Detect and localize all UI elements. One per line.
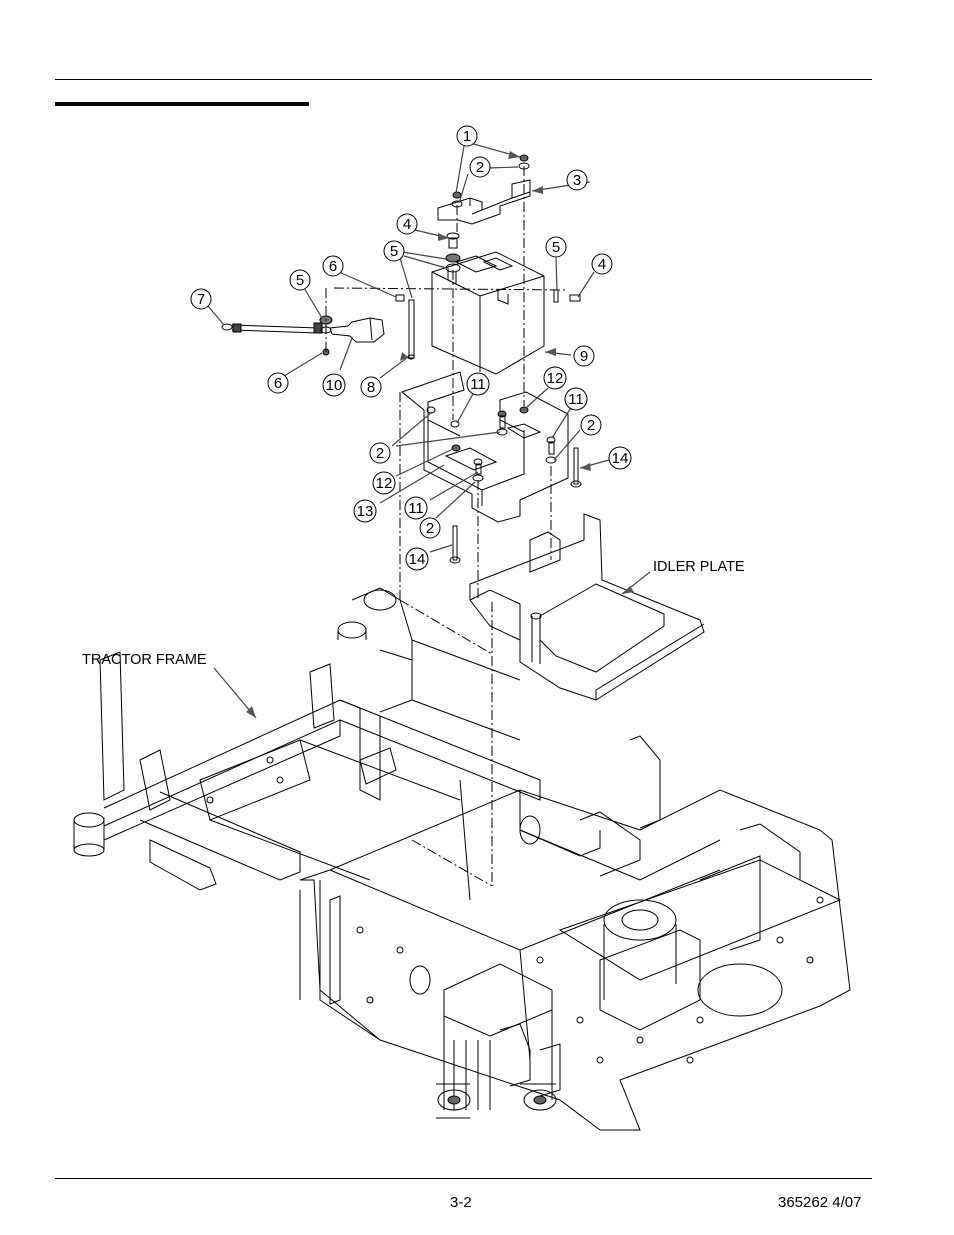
hold-down-bracket: [437, 179, 531, 225]
callout-label: 4: [403, 216, 411, 233]
battery: [431, 251, 545, 375]
callout-label: 4: [598, 256, 606, 273]
callout-label: 11: [408, 500, 424, 517]
callout-13: [353, 499, 377, 523]
callout-6a: [322, 255, 344, 277]
callout-7: [190, 288, 212, 310]
callout-2d: [419, 517, 441, 539]
side-terminal-hardware: [395, 289, 581, 360]
callout-11a: [466, 372, 490, 396]
tractor-frame: [73, 587, 851, 1131]
callout-label: 6: [329, 258, 337, 275]
callout-label: 12: [376, 475, 393, 492]
idler-plate: [469, 513, 705, 701]
callout-6b: [267, 372, 289, 394]
callout-label: 1: [463, 128, 471, 145]
callout-label: 14: [409, 551, 426, 568]
title-underline: [55, 102, 309, 106]
callout-label: 2: [587, 417, 595, 434]
callout-label: 11: [470, 376, 486, 393]
battery-cable: [221, 315, 385, 356]
callout-4a: [396, 213, 418, 235]
callout-label: 2: [376, 445, 384, 462]
callout-8: [360, 376, 382, 398]
callout-12a: [543, 366, 567, 390]
callout-2c: [369, 442, 391, 464]
tray-fasteners: [426, 406, 582, 564]
page-number: 3-2: [450, 1194, 472, 1211]
callout-2a: [469, 156, 491, 178]
callout-11b: [564, 387, 588, 411]
callout-bubbles: [190, 125, 632, 571]
callout-5b: [545, 236, 567, 258]
header-rule: [55, 79, 872, 80]
callout-10: [322, 373, 346, 397]
callout-label: 13: [357, 503, 374, 520]
document-code: 365262 4/07: [778, 1194, 862, 1211]
callout-4b: [591, 253, 613, 275]
callout-label: 6: [274, 375, 282, 392]
callout-label: 2: [476, 159, 484, 176]
assembly-centerlines: [325, 166, 566, 887]
callout-3: [566, 169, 588, 191]
callout-11c: [404, 496, 428, 520]
callout-5a: [383, 240, 405, 262]
callout-12b: [372, 471, 396, 495]
callout-14b: [405, 547, 429, 571]
callout-label: 2: [426, 520, 434, 537]
callout-label: 12: [547, 370, 564, 387]
tractor-frame-label: TRACTOR FRAME: [82, 652, 207, 668]
callout-label: 5: [296, 272, 304, 289]
callout-5c: [289, 269, 311, 291]
callout-label: 11: [568, 391, 584, 408]
terminal-hardware: [445, 154, 530, 273]
callout-labels: 1 2 3 4 5 5 4 6 5 7 6 10 8 9 11 12 11 2 …: [197, 128, 629, 568]
callout-14a: [608, 446, 632, 470]
callout-2b: [580, 414, 602, 436]
callout-label: 5: [390, 243, 398, 260]
callout-label: 14: [612, 450, 629, 467]
callout-label: 7: [197, 291, 205, 308]
callout-label: 5: [552, 239, 560, 256]
callout-1: [456, 125, 478, 147]
callout-9: [573, 345, 595, 367]
idler-plate-label: IDLER PLATE: [653, 559, 745, 575]
callout-label: 8: [367, 379, 375, 396]
leader-arrowheads: [246, 151, 634, 718]
callout-label: 10: [326, 377, 343, 394]
callout-label: 3: [573, 172, 581, 189]
battery-tray: [400, 371, 569, 523]
footer-rule: [55, 1178, 872, 1179]
callout-label: 9: [580, 348, 588, 365]
leader-lines: [207, 142, 651, 719]
